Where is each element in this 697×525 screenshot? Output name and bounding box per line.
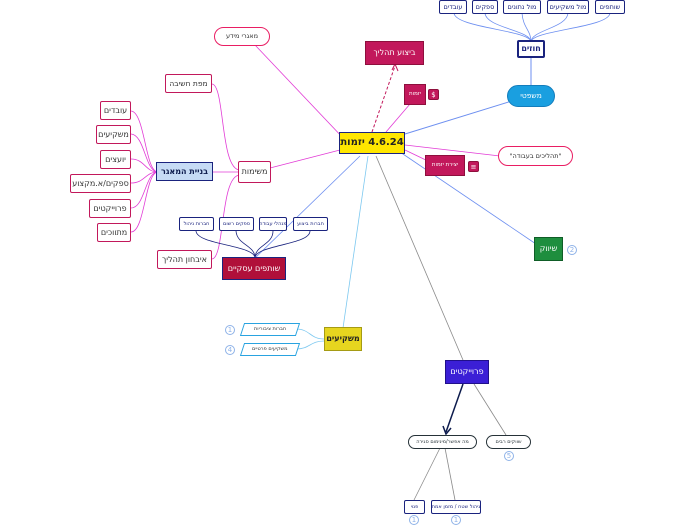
investor-number-icon-1: 1 [225, 325, 235, 335]
investors-child-1-label: חברות ציבוריות [253, 326, 287, 332]
bottom-number-icon-1: 1 [409, 515, 419, 525]
investors-node[interactable]: משקיעים [324, 327, 362, 351]
clients-child-5[interactable]: שותפים [595, 0, 625, 14]
link-clients-3 [521, 12, 532, 43]
bottom-number-icon-2: 1 [451, 515, 461, 525]
link-build-6 [130, 171, 159, 233]
link-root-marketing [399, 151, 537, 245]
link-partners-2 [235, 230, 256, 259]
marketing-node[interactable]: שיווק [534, 237, 563, 261]
mezuzah-node[interactable]: מאגרי מידע [214, 27, 270, 46]
link-root-partners [254, 155, 361, 259]
link-root-projects [375, 155, 464, 361]
clients-child-1[interactable]: עובדים [439, 0, 467, 14]
family-node[interactable]: משפטי [507, 85, 555, 107]
bottom-child-1[interactable]: פנוי [404, 500, 425, 514]
link-procurement-mapping [211, 83, 241, 171]
marketing-number-icon: 2 [567, 245, 577, 255]
link-root-procurement [269, 149, 341, 169]
link-clients-2 [484, 12, 532, 43]
projects-child-2[interactable]: שווקים רבים [486, 435, 531, 449]
process-ref-node[interactable]: איבחון תהליך [157, 250, 212, 269]
link-sub1-b [444, 447, 456, 501]
process-exec-node[interactable]: ביצוע תהליך [365, 41, 424, 65]
projects-child-1[interactable]: מה אפשר/מינימום סגירה [408, 435, 477, 449]
investor-number-icon-2: 4 [225, 345, 235, 355]
investors-child-2-label: משקיעים פרטיים [252, 346, 288, 352]
link-build-1 [130, 110, 159, 173]
build-child-2[interactable]: משקיעים [96, 125, 131, 144]
link-clients-5 [530, 12, 611, 43]
link-projects-sub2 [473, 383, 507, 436]
link-clients-1 [453, 12, 532, 43]
investors-child-2[interactable]: משקיעים פרטיים [239, 343, 301, 356]
create-tag-node[interactable]: יצירת יזמות [425, 155, 465, 176]
build-child-1[interactable]: עובדים [100, 101, 131, 120]
link-clients-4 [530, 12, 569, 43]
projects-number-icon: 5 [504, 451, 514, 461]
entrepreneur-tag-node[interactable]: יזמות [404, 84, 426, 105]
build-child-4[interactable]: ספקים/א.מקצוע [70, 174, 131, 193]
link-sub1-a [413, 447, 441, 501]
dollar-icon: $ [428, 89, 439, 100]
tools-note-node[interactable]: "תהליכים בעבודה" [498, 146, 573, 166]
build-child-5[interactable]: פרוייקטים [89, 199, 131, 218]
partners-child-2[interactable]: ספקים רשום [219, 217, 254, 231]
root-node[interactable]: 4.6.24 יזמות [339, 132, 405, 154]
link-root-tools [404, 144, 501, 157]
link-build-3 [130, 158, 159, 173]
link-projects-sub1 [445, 383, 464, 433]
clients-child-3[interactable]: מול נתונים [503, 0, 541, 14]
link-root-process-exec [371, 65, 396, 133]
clients-child-4[interactable]: מול משקיעים [547, 0, 589, 14]
link-root-family [404, 99, 516, 135]
link-build-2 [130, 133, 159, 173]
build-child-6[interactable]: מתווכים [97, 223, 131, 242]
partners-child-4[interactable]: חברות ביצוע [293, 217, 328, 231]
build-node[interactable]: בניית המאגר [156, 162, 213, 181]
link-investors-1 [295, 328, 325, 340]
partners-node[interactable]: שותפים עסקיים [222, 257, 286, 280]
link-partners-4 [254, 230, 311, 259]
arrow-process-exec [391, 62, 399, 72]
projects-node[interactable]: פרוייקטים [445, 360, 489, 384]
link-investors-2 [295, 340, 325, 350]
link-partners-3 [254, 230, 274, 259]
mapping-node[interactable]: מפת חשיבה [165, 74, 212, 93]
bottom-child-2[interactable]: ניהול שטח / מזמן אמת [431, 500, 481, 514]
build-child-3[interactable]: יועצים [100, 150, 131, 169]
clients-node[interactable]: חוזים [517, 40, 545, 58]
list-icon: ≡ [468, 161, 479, 172]
investors-child-1[interactable]: חברות ציבוריות [239, 323, 301, 336]
link-root-tag [385, 103, 411, 133]
link-partners-1 [195, 230, 256, 259]
partners-child-3[interactable]: מנהלי עבודה [259, 217, 287, 231]
procurement-node[interactable]: משימות [238, 161, 271, 183]
link-root-mezuzah [254, 44, 346, 141]
arrow-projects-sub1 [442, 425, 452, 436]
clients-child-2[interactable]: ספקים [472, 0, 498, 14]
partners-child-1[interactable]: חברות ניהול [179, 217, 214, 231]
link-root-investors [342, 155, 369, 329]
link-procurement-process [211, 174, 241, 260]
